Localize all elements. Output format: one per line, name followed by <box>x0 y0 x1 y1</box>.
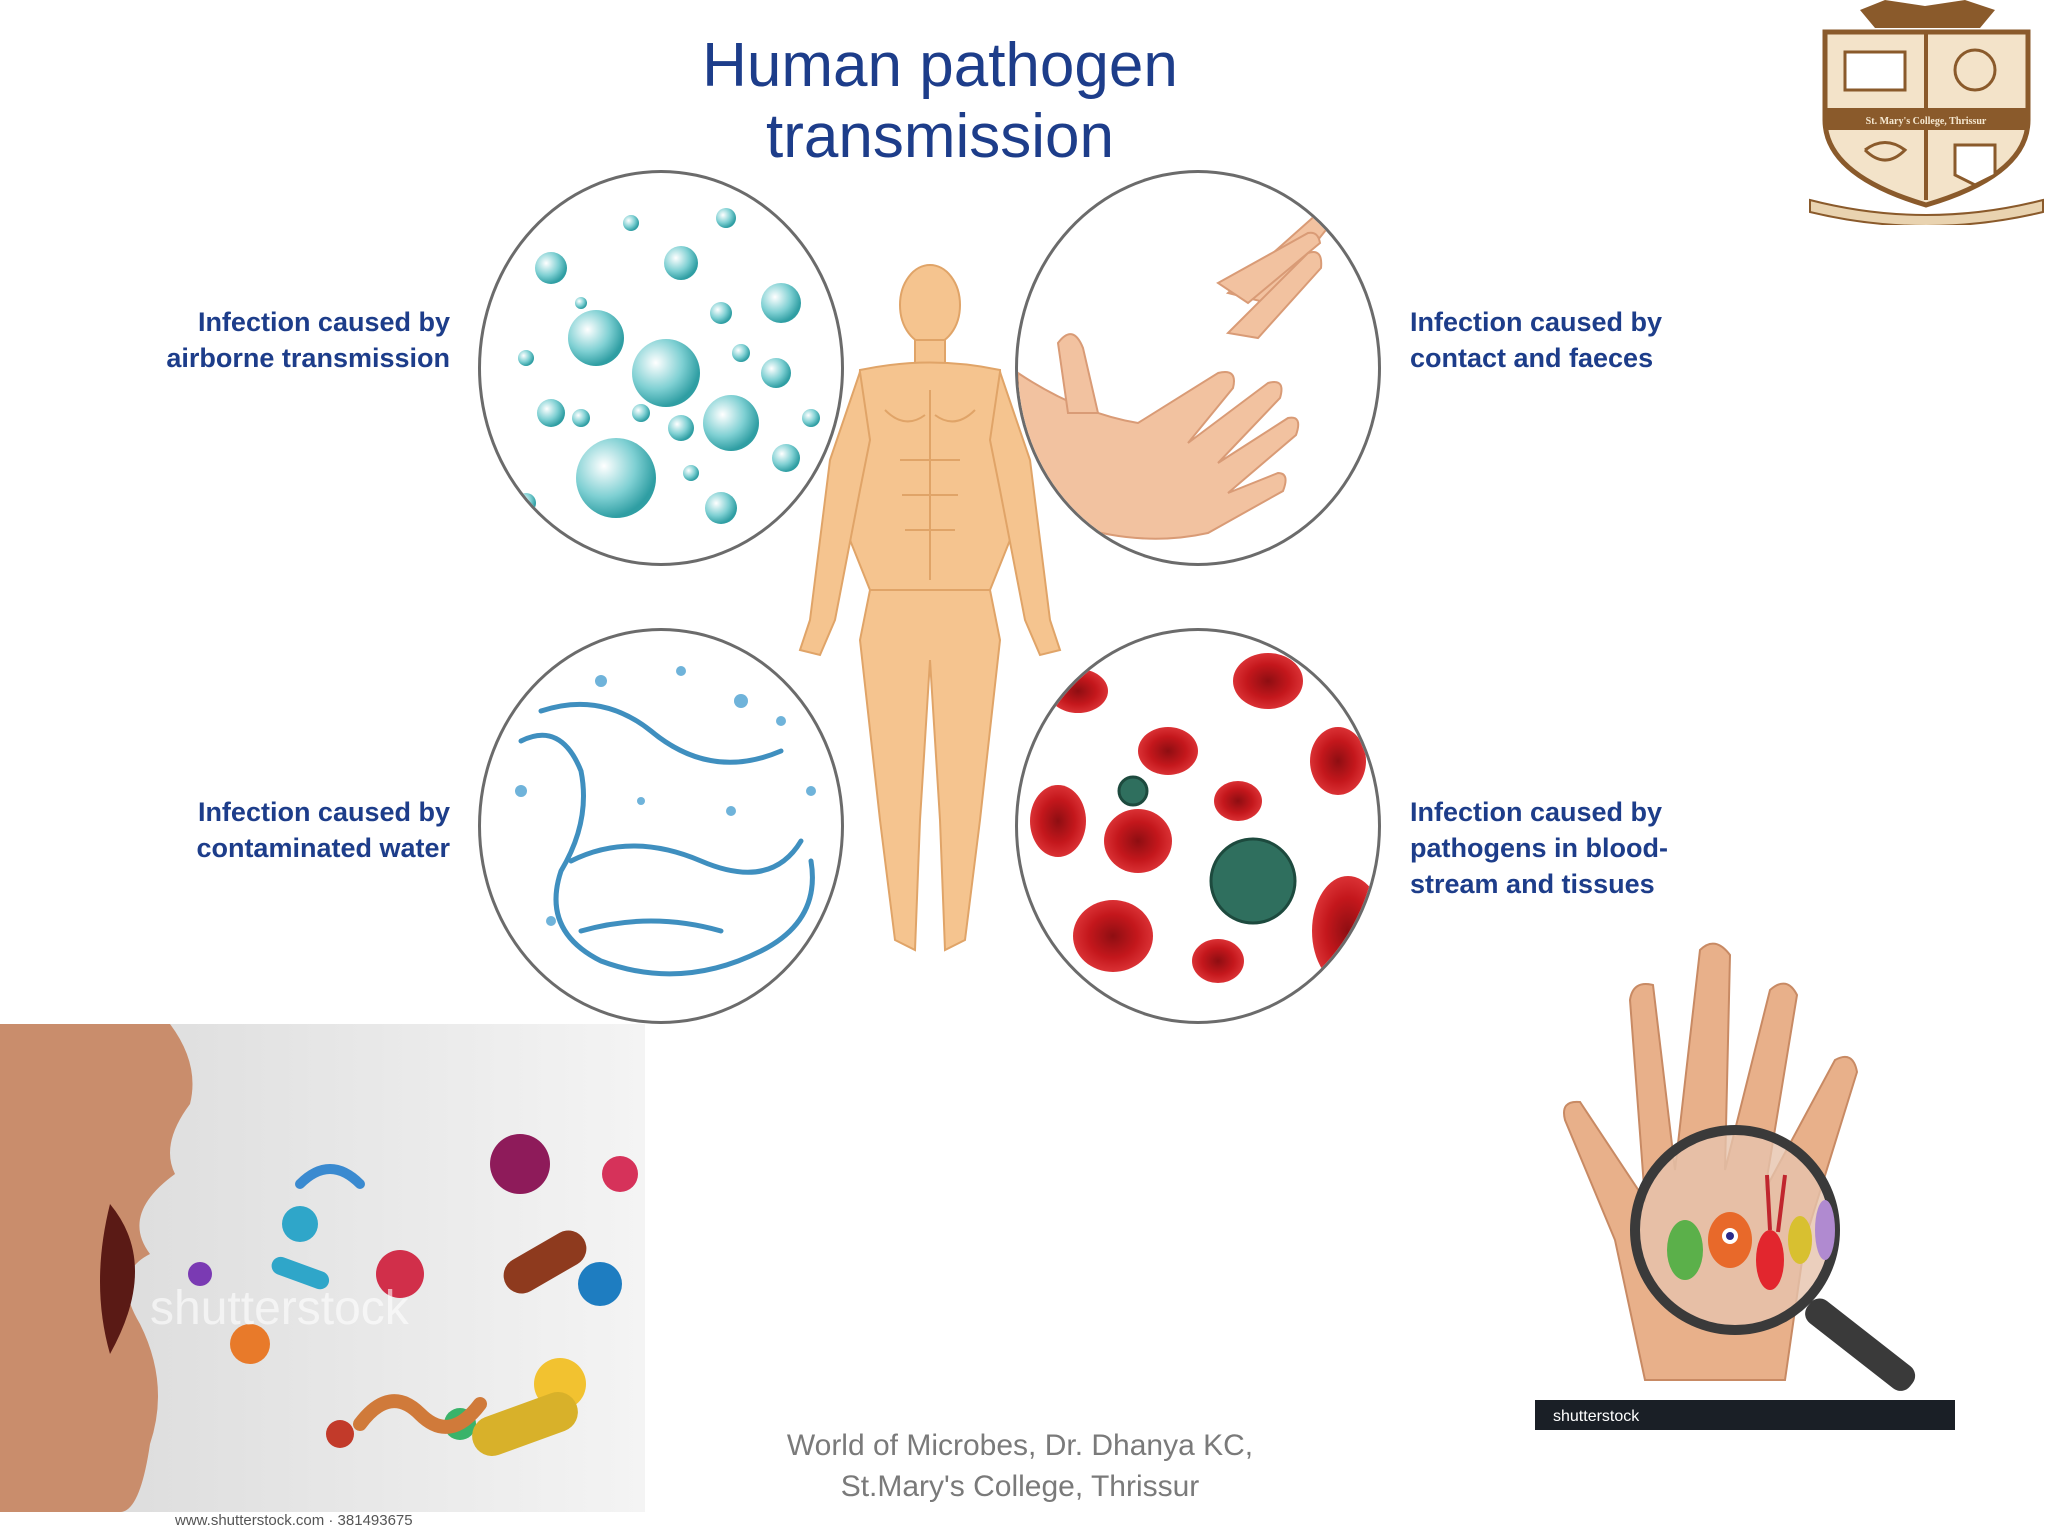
magnified-hand-icon: shutterstock <box>1535 940 1955 1430</box>
label-airborne: Infection caused by airborne transmissio… <box>150 304 450 376</box>
human-body-icon <box>790 260 1070 980</box>
cough-microbes-icon: shutterstock <box>0 1024 645 1512</box>
cough-watermark: shutterstock <box>150 1282 410 1335</box>
footer-line2: St.Mary's College, Thrissur <box>840 1470 1200 1503</box>
footer-credit: World of Microbes, Dr. Dhanya KC, St.Mar… <box>700 1425 1340 1507</box>
label-airborne-line1: Infection caused by <box>197 307 450 337</box>
hands-icon <box>1015 170 1381 566</box>
label-water-line1: Infection caused by <box>197 797 450 827</box>
label-contact-line1: Infection caused by <box>1410 307 1663 337</box>
label-blood-line1: Infection caused by <box>1410 797 1663 827</box>
svg-text:St. Mary's College, Thrissur: St. Mary's College, Thrissur <box>1866 116 1987 127</box>
label-airborne-line2: airborne transmission <box>166 343 450 373</box>
water-bubbles-icon <box>478 170 844 566</box>
label-contact-line2: contact and faeces <box>1410 343 1654 373</box>
label-blood-line2: pathogens in blood- <box>1410 833 1668 863</box>
cough-credit: www.shutterstock.com · 381493675 <box>175 1512 413 1529</box>
label-contact: Infection caused by contact and faeces <box>1410 304 1710 376</box>
footer-line1: World of Microbes, Dr. Dhanya KC, <box>786 1429 1254 1462</box>
label-blood: Infection caused by pathogens in blood- … <box>1410 794 1710 902</box>
label-water: Infection caused by contaminated water <box>150 794 450 866</box>
label-water-line2: contaminated water <box>196 833 450 863</box>
college-crest-icon: St. Mary's College, Thrissur <box>1805 0 2048 227</box>
water-splash-icon <box>478 628 844 1024</box>
blood-cells-icon <box>1015 628 1381 1024</box>
label-blood-line3: stream and tissues <box>1410 869 1655 899</box>
page-title: Human pathogen transmission <box>702 31 1178 171</box>
hand-watermark: shutterstock <box>1553 1408 1640 1425</box>
